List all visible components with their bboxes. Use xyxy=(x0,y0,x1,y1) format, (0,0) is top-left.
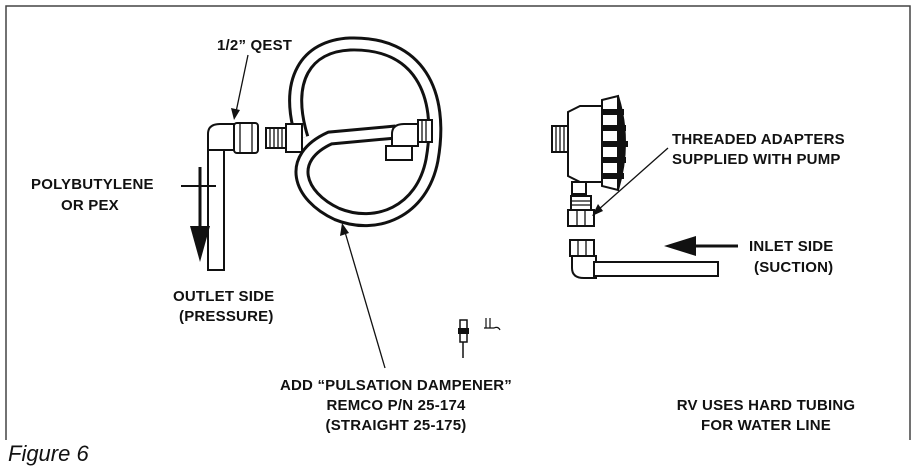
small-stray-marks xyxy=(458,318,501,358)
qest-nut xyxy=(233,122,259,154)
rv-note-line1: RV USES HARD TUBING xyxy=(677,397,856,414)
inlet-pipe-assembly xyxy=(569,239,719,279)
inlet-flow-arrow xyxy=(664,236,738,256)
adapters-label-line1: THREADED ADAPTERS xyxy=(672,131,845,148)
hose-end-elbow xyxy=(391,123,419,147)
pipe-type-label-line1: POLYBUTYLENE xyxy=(31,176,154,193)
hose-hex-nut xyxy=(285,123,303,153)
hose-threaded-fitting xyxy=(265,127,287,149)
rv-note-line2: FOR WATER LINE xyxy=(701,417,831,434)
outlet-elbow xyxy=(207,123,235,151)
figure-caption: Figure 6 xyxy=(8,441,89,466)
dampener-leader-arrow xyxy=(340,223,386,369)
figure-frame xyxy=(5,5,911,440)
pump xyxy=(551,94,628,195)
adapters-label-line2: SUPPLIED WITH PUMP xyxy=(672,151,841,168)
outlet-pipe-assembly xyxy=(207,122,259,271)
inlet-label-line2: (SUCTION) xyxy=(754,259,833,276)
flow-down-arrow xyxy=(181,167,216,262)
outlet-label-line2: (PRESSURE) xyxy=(179,308,274,325)
adapters-leader-arrow xyxy=(592,147,669,216)
pipe-type-label-line2: OR PEX xyxy=(61,197,119,214)
hose-end-thread xyxy=(417,119,433,143)
threaded-adapter xyxy=(567,195,595,227)
qest-label: 1/2” QEST xyxy=(217,37,292,54)
hose-end-collar xyxy=(385,145,413,161)
inlet-label-line1: INLET SIDE xyxy=(749,238,834,255)
dampener-hose xyxy=(265,36,443,228)
qest-leader-arrow xyxy=(231,54,249,120)
outlet-label-line1: OUTLET SIDE xyxy=(173,288,274,305)
dampener-label-line3: (STRAIGHT 25-175) xyxy=(326,417,467,434)
dampener-label-line2: REMCO P/N 25-174 xyxy=(326,397,466,414)
dampener-label-line1: ADD “PULSATION DAMPENER” xyxy=(280,377,512,394)
outlet-vertical-pipe xyxy=(207,149,225,271)
